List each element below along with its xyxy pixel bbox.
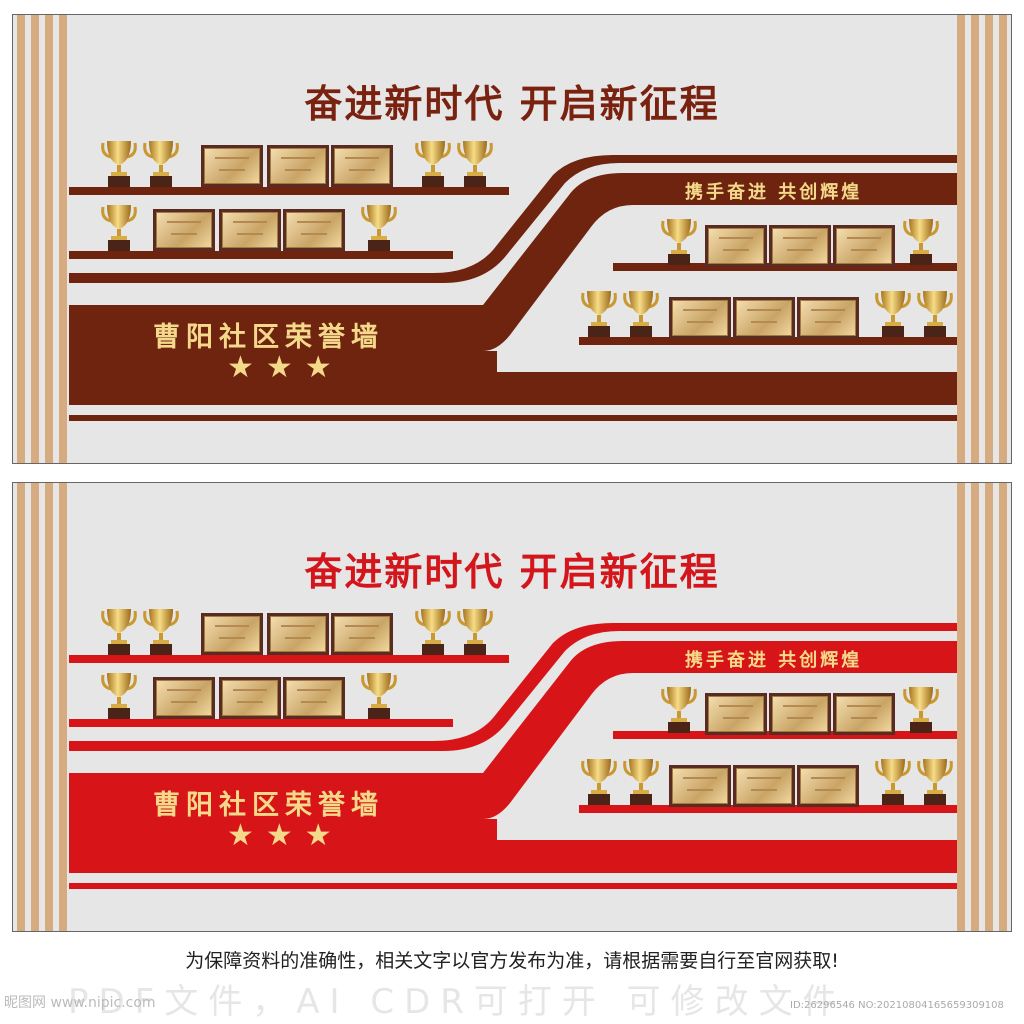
certificate-plaque-icon (153, 677, 215, 719)
watermark-site: 昵图网 www.nipic.com (4, 995, 156, 1011)
bottom-line (69, 415, 957, 421)
shelf-shapes (69, 155, 957, 421)
certificate-plaque-icon (201, 613, 263, 655)
certificate-plaque-icon (733, 765, 795, 807)
community-name: 曹阳社区荣誉墙 (153, 790, 384, 821)
trophy-icon (413, 607, 453, 657)
banner-band (69, 173, 957, 405)
shelf-line (69, 187, 509, 195)
trophy-icon (99, 607, 139, 657)
right-stripes (955, 15, 1011, 463)
file-format-note: PDF文件，AI CDR可打开 可修改文件 (68, 982, 847, 1022)
trophy-icon (579, 757, 619, 807)
certificate-plaque-icon (283, 677, 345, 719)
shelf-line (579, 805, 957, 813)
wall-subtitle: 携手奋进 共创辉煌 (685, 650, 863, 671)
trophy-icon (901, 685, 941, 735)
certificate-plaque-icon (283, 209, 345, 251)
trophy-icon (915, 289, 955, 339)
bottom-line (69, 883, 957, 889)
certificate-plaque-icon (201, 145, 263, 187)
trophy-icon (579, 289, 619, 339)
certificate-plaque-icon (331, 613, 393, 655)
certificate-plaque-icon (769, 693, 831, 735)
shelf-line (613, 263, 957, 271)
copyright-notice: 为保障资料的准确性，相关文字以官方发布为准，请根据需要自行至官网获取! (185, 950, 839, 972)
trophy-icon (455, 139, 495, 189)
shelf-line (69, 655, 509, 663)
certificate-plaque-icon (833, 225, 895, 267)
stars-icon: ★★★ (227, 350, 344, 385)
trophy-icon (99, 203, 139, 253)
trophy-icon (873, 757, 913, 807)
certificate-plaque-icon (733, 297, 795, 339)
trophy-icon (99, 139, 139, 189)
watermark-id: ID:26296546 NO:20210804165659309108 (790, 1000, 1004, 1011)
certificate-plaque-icon (833, 693, 895, 735)
trophy-icon (413, 139, 453, 189)
left-stripes (13, 15, 69, 463)
trophy-icon (873, 289, 913, 339)
community-name: 曹阳社区荣誉墙 (153, 322, 384, 353)
trophy-icon (359, 203, 399, 253)
certificate-plaque-icon (797, 297, 859, 339)
banner-band (69, 641, 957, 873)
trophy-icon (359, 671, 399, 721)
trophy-icon (901, 217, 941, 267)
certificate-plaque-icon (219, 677, 281, 719)
shelf-line (69, 719, 453, 727)
trophy-icon (141, 139, 181, 189)
certificate-plaque-icon (769, 225, 831, 267)
shelf-line (69, 251, 453, 259)
certificate-plaque-icon (705, 225, 767, 267)
wall-title: 奋进新时代 开启新征程 (304, 82, 720, 126)
stars-icon: ★★★ (227, 818, 344, 853)
wall-title: 奋进新时代 开启新征程 (304, 550, 720, 594)
trophy-icon (141, 607, 181, 657)
trophy-icon (455, 607, 495, 657)
trophy-icon (659, 217, 699, 267)
right-stripes (955, 483, 1011, 931)
honor-wall-panel-brown: 奋进新时代 开启新征程携手奋进 共创辉煌曹阳社区荣誉墙★★★ (12, 14, 1012, 464)
shelf-shapes (69, 623, 957, 889)
honor-wall-panel-red: 奋进新时代 开启新征程携手奋进 共创辉煌曹阳社区荣誉墙★★★ (12, 482, 1012, 932)
certificate-plaque-icon (797, 765, 859, 807)
certificate-plaque-icon (669, 765, 731, 807)
trophy-icon (621, 757, 661, 807)
certificate-plaque-icon (267, 145, 329, 187)
certificate-plaque-icon (705, 693, 767, 735)
certificate-plaque-icon (669, 297, 731, 339)
wall-subtitle: 携手奋进 共创辉煌 (685, 182, 863, 203)
certificate-plaque-icon (219, 209, 281, 251)
trophy-icon (915, 757, 955, 807)
trophy-icon (659, 685, 699, 735)
shelf-line (579, 337, 957, 345)
trophy-icon (621, 289, 661, 339)
shelf-line (613, 731, 957, 739)
certificate-plaque-icon (267, 613, 329, 655)
left-stripes (13, 483, 69, 931)
certificate-plaque-icon (331, 145, 393, 187)
trophy-icon (99, 671, 139, 721)
certificate-plaque-icon (153, 209, 215, 251)
